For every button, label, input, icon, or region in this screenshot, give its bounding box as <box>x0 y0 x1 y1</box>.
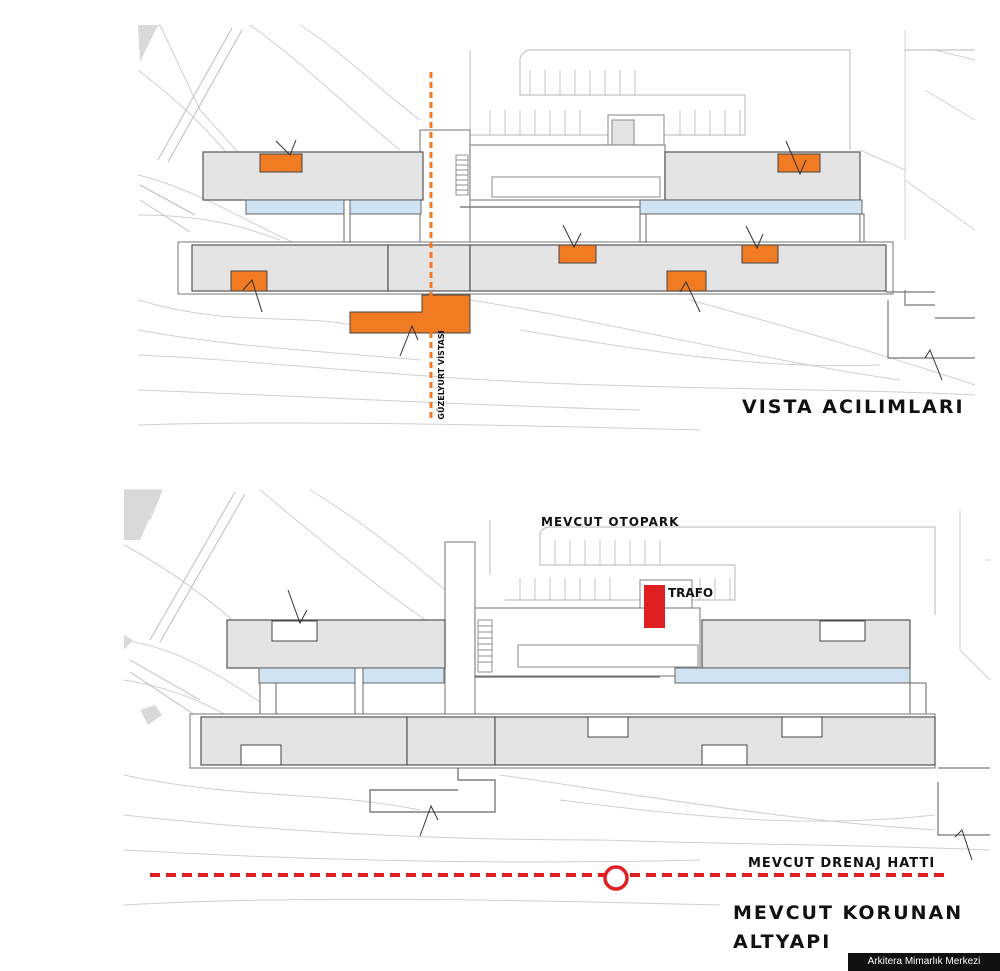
bottom-entrance-wing <box>517 644 699 668</box>
top-upper-left-terrace <box>245 199 422 215</box>
top-upper-right-wing <box>664 151 861 201</box>
top-lower-block-left <box>191 244 389 292</box>
top-lower-block-middle <box>387 244 471 292</box>
parking-label: MEVCUT OTOPARK <box>541 515 679 529</box>
top-upper-left-wing <box>202 151 424 201</box>
vista-opening-4 <box>741 244 779 264</box>
bottom-upper-right-terrace <box>674 667 911 684</box>
bottom-upper-left-opening <box>271 620 318 642</box>
bottom-view-arrows <box>287 589 973 861</box>
bottom-hatched-slope-2 <box>124 635 133 650</box>
vista-terrace <box>349 294 471 334</box>
bottom-lower-openings <box>240 716 823 766</box>
top-southeast-annex <box>886 290 975 359</box>
infrastructure-title-line-2: ALTYAPI <box>733 931 832 953</box>
top-site-plan: GÜZELYURT VİSTASI <box>137 24 976 431</box>
bottom-circulation-spine <box>444 541 476 717</box>
vista-opening-5 <box>230 270 268 292</box>
vista-opening-3 <box>558 244 597 264</box>
bottom-site-plan: TRAFO MEVCUT OTOPARK MEVCUT DRENAJ HATTI <box>123 489 991 906</box>
vista-opening-2 <box>777 153 821 173</box>
top-view-arrows <box>242 139 943 381</box>
drainage-label: MEVCUT DRENAJ HATTI <box>748 856 935 871</box>
top-entrance-wing <box>491 176 661 198</box>
top-hatched-slope <box>138 25 158 62</box>
trafo-block <box>644 585 665 628</box>
top-contour-lines <box>137 24 976 431</box>
infrastructure-title-line-1: MEVCUT KORUNAN <box>733 902 964 924</box>
credit-footer: Arkitera Mimarlık Merkezi <box>848 953 1000 971</box>
bottom-lower-block-middle <box>406 716 496 766</box>
bottom-parking-stalls <box>519 540 731 600</box>
bottom-access-road <box>129 491 246 716</box>
bottom-stairs <box>477 619 493 673</box>
bottom-upper-left-terrace <box>258 667 445 684</box>
vista-opening-1 <box>259 153 303 173</box>
bottom-upper-right-wing <box>701 619 911 669</box>
top-columns <box>343 199 865 243</box>
bottom-contour-lines <box>123 489 991 906</box>
top-parking-stalls <box>489 70 741 135</box>
vista-opening-6 <box>666 270 707 292</box>
vista-openings <box>230 153 821 334</box>
bottom-upper-left-wing <box>226 619 446 669</box>
bottom-southeast-annex <box>937 767 990 836</box>
trafo-label: TRAFO <box>668 586 713 600</box>
top-stairs <box>455 154 469 196</box>
bottom-south-terrace <box>369 768 496 813</box>
bottom-hatched-slope <box>124 490 162 540</box>
bottom-hatched-slope-3 <box>140 705 162 725</box>
guzelyurt-vista-label: GÜZELYURT VİSTASI <box>436 330 446 419</box>
bottom-lower-block-left <box>200 716 408 766</box>
vista-title: VISTA ACILIMLARI <box>742 396 965 418</box>
top-upper-right-terrace <box>639 199 863 215</box>
top-access-road <box>139 27 243 233</box>
bottom-upper-right-opening <box>819 620 866 642</box>
drainage-manhole <box>603 865 629 891</box>
